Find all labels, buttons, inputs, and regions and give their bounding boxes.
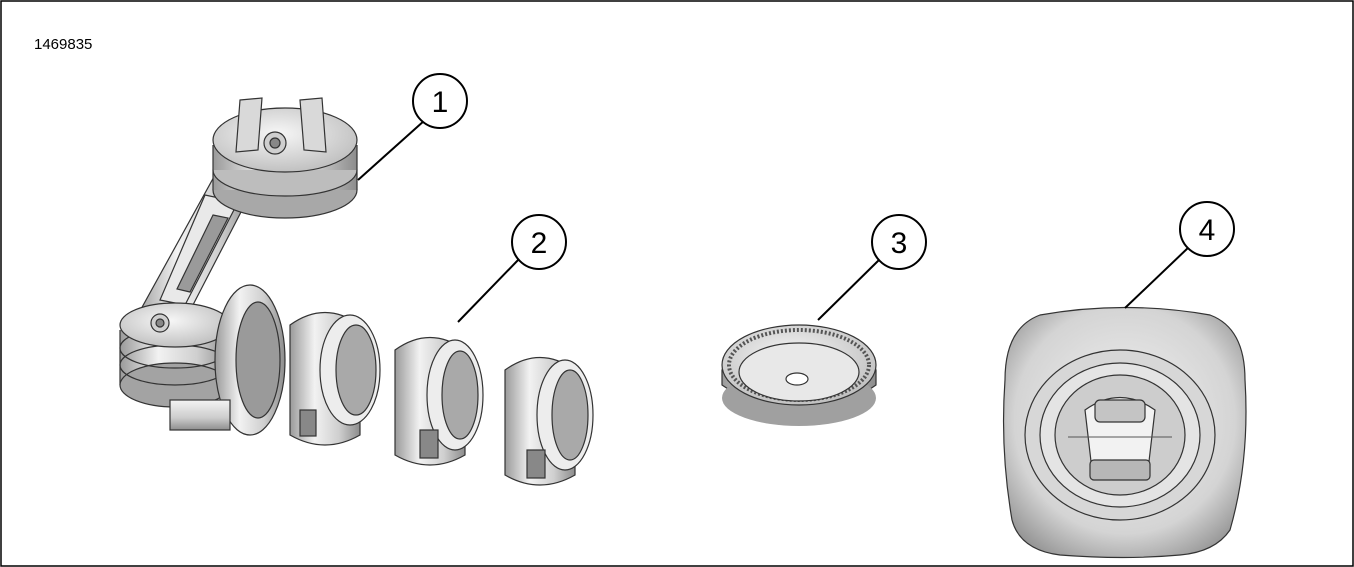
leader-line-1 (357, 119, 426, 181)
callout-label: 2 (531, 227, 548, 260)
leader-line-4 (1124, 245, 1191, 309)
callout-circle (1179, 201, 1235, 257)
callout-circle (511, 214, 567, 270)
callout-circle (412, 73, 468, 129)
callout-4: 4 (1179, 201, 1235, 257)
mount-arm-part (119, 97, 358, 436)
callout-label: 4 (1199, 214, 1216, 247)
callout-3: 3 (871, 214, 927, 270)
callout-label: 1 (432, 86, 449, 119)
spacer-rings-part (289, 312, 594, 486)
figure-number: 1469835 (34, 36, 93, 53)
callout-1: 1 (412, 73, 468, 129)
callout-label: 3 (891, 227, 908, 260)
geared-adapter-part (721, 324, 877, 426)
callout-2: 2 (511, 214, 567, 270)
callout-circle (871, 214, 927, 270)
leader-line-3 (817, 257, 882, 321)
leader-line-2 (457, 257, 521, 323)
adhesive-pad-part (1002, 306, 1247, 559)
